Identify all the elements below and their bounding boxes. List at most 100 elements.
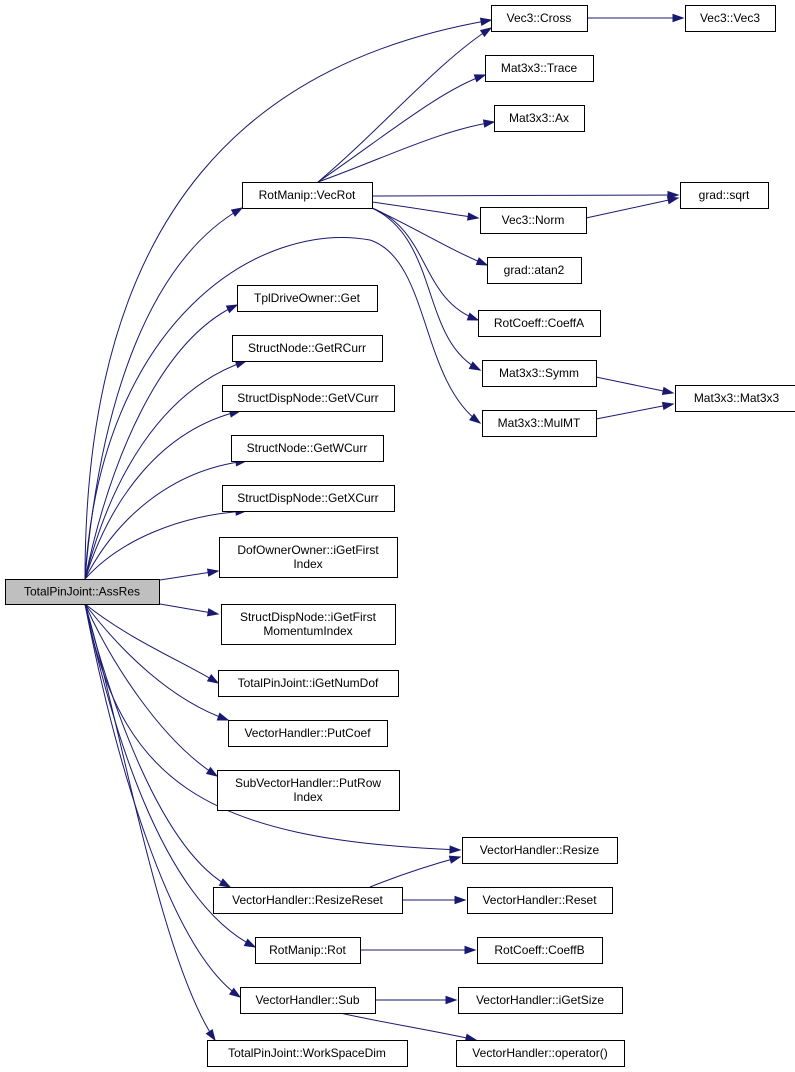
edge-line [317, 74, 486, 183]
edge-root-sub [84, 603, 242, 998]
node-atan2[interactable]: grad::atan2 [487, 257, 582, 284]
node-label: DofOwnerOwner::iGetFirst [237, 543, 379, 557]
node-label: TotalPinJoint::iGetNumDof [238, 676, 379, 690]
node-tpldrive[interactable]: TplDriveOwner::Get [237, 285, 378, 312]
node-box [221, 604, 396, 645]
node-label: MomentumIndex [263, 624, 352, 638]
node-mulmt[interactable]: Mat3x3::MulMT [482, 410, 597, 437]
edge-norm-sqrt [585, 196, 680, 219]
node-numdof[interactable]: TotalPinJoint::iGetNumDof [218, 670, 399, 697]
node-norm[interactable]: Vec3::Norm [480, 207, 587, 234]
node-label: Mat3x3::Mat3x3 [694, 391, 780, 405]
node-root[interactable]: TotalPinJoint::AssRes [5, 579, 160, 605]
edge-line [84, 603, 229, 721]
edge-vecrot-trace [317, 74, 487, 183]
node-box [219, 537, 398, 578]
node-box [228, 720, 388, 747]
node-label: TotalPinJoint::WorkSpaceDim [228, 1046, 386, 1060]
edge-line [84, 603, 256, 948]
node-label: grad::sqrt [699, 188, 750, 202]
arrow-head-icon [205, 766, 219, 777]
node-mat3x3[interactable]: Mat3x3::Mat3x3 [675, 385, 795, 412]
arrow-head-icon [482, 119, 496, 128]
node-box [491, 5, 588, 32]
node-trace[interactable]: Mat3x3::Trace [485, 55, 594, 82]
edge-rot-coeffb [360, 945, 477, 955]
node-label: VectorHandler::PutCoef [244, 726, 371, 740]
node-getxcurr[interactable]: StructDispNode::GetXCurr [222, 485, 395, 512]
node-rot[interactable]: RotManip::Rot [255, 937, 361, 964]
node-sqrt[interactable]: grad::sqrt [680, 182, 769, 209]
node-box [217, 770, 400, 811]
node-ax[interactable]: Mat3x3::Ax [494, 105, 585, 132]
edge-line [84, 237, 481, 580]
edge-vecrot-sqrt [371, 190, 680, 200]
node-label: RotManip::Rot [269, 943, 346, 957]
node-box [482, 410, 597, 437]
node-box [222, 385, 395, 412]
node-vecrot[interactable]: RotManip::VecRot [242, 182, 373, 209]
edge-root-tpldrive [84, 304, 239, 580]
node-box [487, 257, 582, 284]
node-getvcurr[interactable]: StructDispNode::GetVCurr [222, 385, 395, 412]
node-workspace[interactable]: TotalPinJoint::WorkSpaceDim [207, 1040, 408, 1067]
edge-root-dofowner [159, 568, 220, 581]
edge-line [371, 207, 481, 371]
edge-root-resizereset [84, 603, 232, 888]
node-getwcurr[interactable]: StructNode::GetWCurr [231, 435, 384, 462]
node-label: StructDispNode::iGetFirst [240, 610, 377, 624]
node-label: Mat3x3::MulMT [498, 416, 581, 430]
node-box [458, 987, 623, 1014]
edge-line [84, 460, 247, 580]
edge-line [84, 603, 461, 851]
node-label: VectorHandler::Resize [480, 843, 600, 857]
node-label: Mat3x3::Trace [501, 61, 578, 75]
edge-line [317, 121, 495, 183]
edge-root-vecrot [84, 207, 244, 580]
edge-line [84, 603, 218, 777]
node-label: RotCoeff::CoeffA [494, 316, 584, 330]
node-putcoef[interactable]: VectorHandler::PutCoef [228, 720, 388, 747]
node-box [675, 385, 795, 412]
node-box [222, 485, 395, 512]
node-box [231, 435, 384, 462]
node-box [255, 937, 361, 964]
arrow-head-icon [475, 257, 489, 266]
edge-root-rot [84, 603, 257, 948]
edge-mulmt-mat3x3 [595, 401, 675, 420]
arrow-head-icon [479, 17, 493, 26]
edge-root-momentum [159, 603, 220, 617]
node-box [478, 310, 601, 337]
node-sub[interactable]: VectorHandler::Sub [240, 987, 376, 1014]
arrow-head-icon [672, 13, 685, 23]
node-resizereset[interactable]: VectorHandler::ResizeReset [213, 887, 403, 914]
node-getrcurr[interactable]: StructNode::GetRCurr [232, 335, 383, 362]
node-coeffb[interactable]: RotCoeff::CoeffB [477, 937, 603, 964]
node-box [685, 5, 776, 32]
node-reset[interactable]: VectorHandler::Reset [467, 887, 613, 914]
node-operator[interactable]: VectorHandler::operator() [456, 1040, 625, 1067]
arrow-head-icon [228, 987, 242, 998]
node-box [213, 887, 403, 914]
arrow-head-icon [467, 212, 480, 221]
node-label: Vec3::Norm [502, 213, 565, 227]
edge-line [84, 410, 241, 580]
edge-vecrot-cross [317, 27, 493, 183]
arrow-head-icon [448, 855, 462, 864]
node-coeffa[interactable]: RotCoeff::CoeffA [478, 310, 601, 337]
node-igetsize[interactable]: VectorHandler::iGetSize [458, 987, 623, 1014]
node-label: TplDriveOwner::Get [254, 291, 361, 305]
arrow-head-icon [218, 878, 232, 888]
node-symm[interactable]: Mat3x3::Symm [482, 360, 597, 387]
node-cross[interactable]: Vec3::Cross [491, 5, 588, 32]
arrow-head-icon [454, 895, 467, 905]
edge-vecrot-ax [317, 119, 496, 183]
edge-root-resize [84, 603, 462, 854]
edge-line [84, 603, 216, 1041]
node-label: Index [293, 790, 322, 804]
node-resize[interactable]: VectorHandler::Resize [462, 837, 618, 864]
node-vec3[interactable]: Vec3::Vec3 [685, 5, 776, 32]
